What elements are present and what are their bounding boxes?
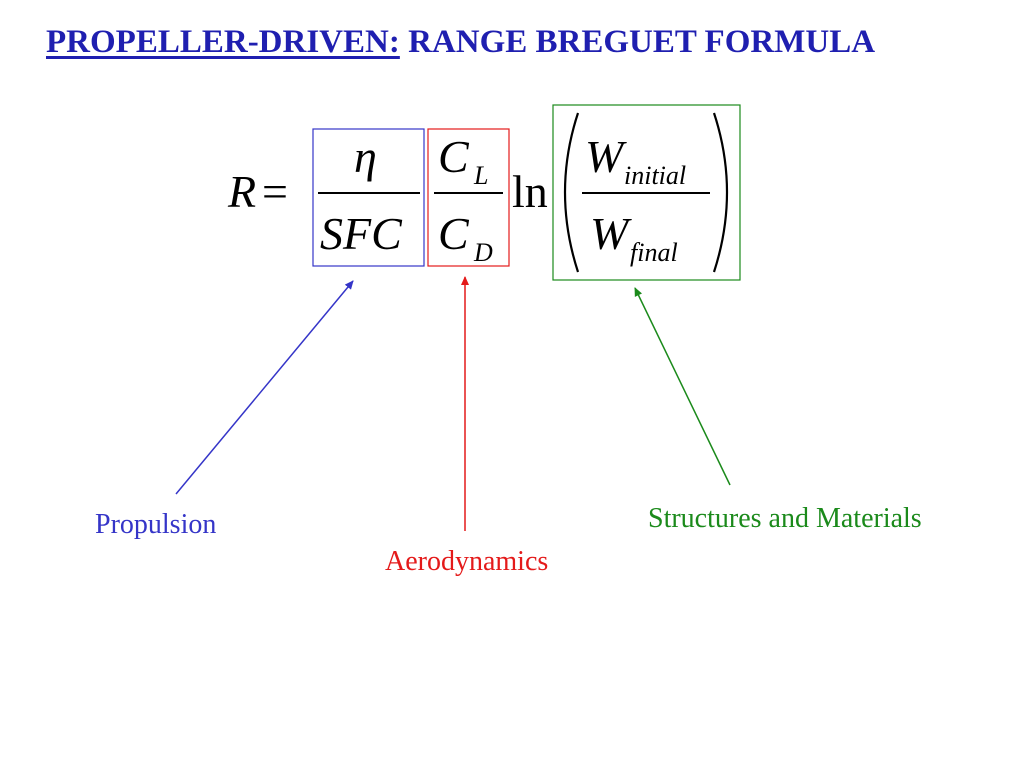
left-paren xyxy=(563,112,580,273)
equals-sign: = xyxy=(262,166,288,217)
cd-c: C xyxy=(438,208,470,259)
aerodynamics-box xyxy=(427,128,510,267)
aerodynamics-label: Aerodynamics xyxy=(385,546,549,577)
eta-symbol: η xyxy=(354,131,377,182)
title-prefix: PROPELLER-DRIVEN: xyxy=(46,24,400,60)
range-symbol: R xyxy=(227,166,256,217)
w-initial-subscript: initial xyxy=(624,161,686,190)
cd-subscript: D xyxy=(473,238,493,267)
w-final-w: W xyxy=(590,208,632,259)
w-initial-w: W xyxy=(585,131,627,182)
title-rest: RANGE BREGUET FORMULA xyxy=(399,24,876,60)
propulsion-label: Propulsion xyxy=(95,509,217,540)
sfc-symbol: SFC xyxy=(320,208,403,259)
cl-c: C xyxy=(438,131,470,182)
propulsion-arrow xyxy=(175,280,354,495)
ln-operator: ln xyxy=(512,166,548,217)
cl-subscript: L xyxy=(473,161,488,190)
structures-arrow xyxy=(634,287,731,486)
structures-box xyxy=(552,104,741,281)
propulsion-box xyxy=(312,128,425,267)
right-paren xyxy=(712,112,729,273)
slide-title: PROPELLER-DRIVEN: RANGE BREGUET FORMULA xyxy=(46,22,875,62)
structures-label: Structures and Materials xyxy=(648,503,922,534)
w-final-subscript: final xyxy=(630,238,678,267)
